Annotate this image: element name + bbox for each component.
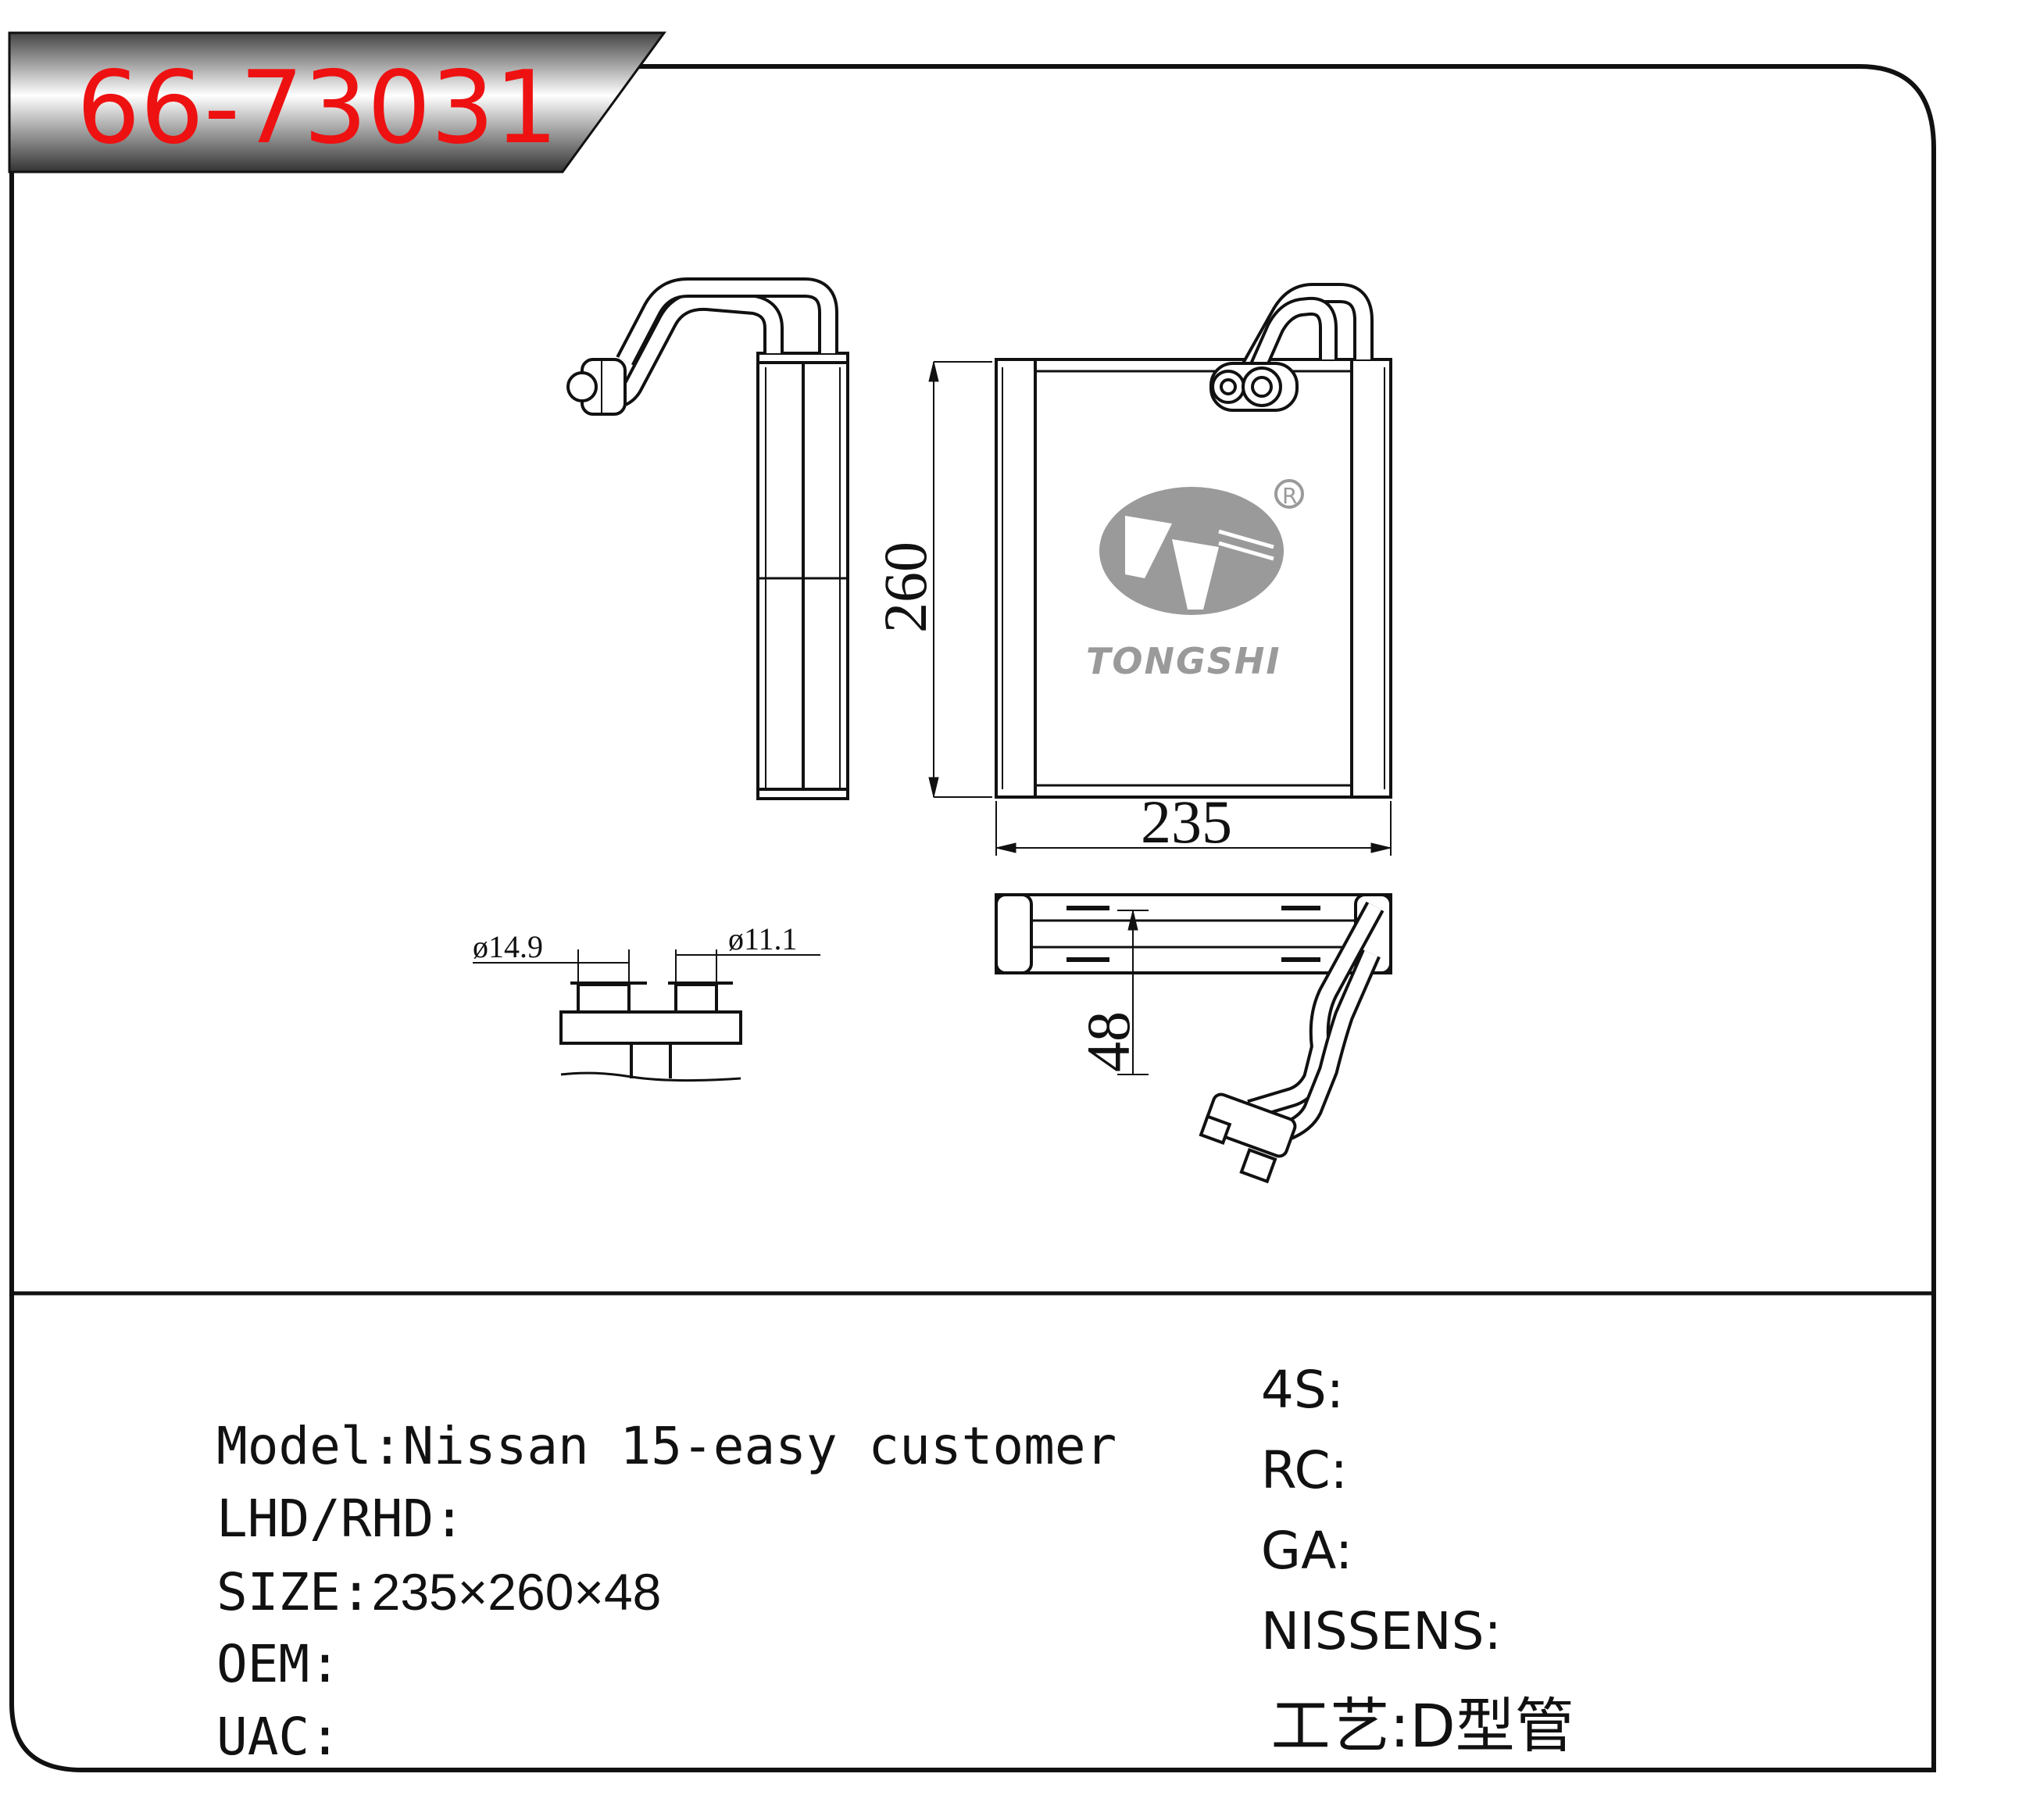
spec-4s-label: 4S: [1260, 1360, 1345, 1420]
registered-mark: R [1282, 483, 1297, 509]
spec-oem-label: OEM: [216, 1634, 341, 1694]
spec-rc: RC: [1195, 1393, 1348, 1548]
spec-lhd-rhd: LHD/RHD: [92, 1442, 465, 1597]
brand-name: TONGSHI [1086, 640, 1281, 682]
dim-height-label: 260 [871, 542, 939, 633]
spec-size-value: 235×260×48 [371, 1563, 662, 1621]
spec-ga: GA: [1195, 1474, 1352, 1629]
pipe-diameter-detail [473, 949, 820, 1082]
tongshi-logo: R TONGSHI [1086, 479, 1304, 682]
part-number-plate [8, 31, 666, 173]
front-view [928, 283, 1392, 856]
spec-ga-label: GA: [1260, 1521, 1353, 1581]
spec-size-label: SIZE: [216, 1562, 372, 1622]
spec-process: 工艺:D型管 [1195, 1637, 1574, 1815]
pipe-dia-1-label: ø14.9 [473, 929, 543, 964]
spec-4s: 4S: [1195, 1313, 1344, 1468]
outer-frame [9, 64, 1936, 1772]
spec-model-label: Model: [216, 1416, 403, 1476]
spec-rc-label: RC: [1260, 1440, 1348, 1500]
spec-size: SIZE:235×260×48 [92, 1514, 661, 1670]
side-view [566, 277, 849, 800]
spec-oem: OEM: [92, 1587, 341, 1742]
spec-process-label: 工艺: [1270, 1691, 1410, 1761]
spec-lhd-rhd-label: LHD/RHD: [216, 1489, 465, 1549]
spec-uac: UAC: [92, 1660, 341, 1815]
pipe-dia-2-label: ø11.1 [728, 921, 798, 956]
spec-model-value: Nissan 15-easy customer [402, 1416, 1117, 1476]
part-number: 66-73031 [77, 50, 558, 166]
top-view [995, 893, 1392, 1184]
dim-width-label: 235 [1141, 788, 1232, 856]
spec-process-value: D型管 [1410, 1691, 1574, 1761]
dim-depth-label: 48 [1074, 1011, 1142, 1072]
spec-uac-label: UAC: [216, 1707, 341, 1767]
spec-nissens-label: NISSENS: [1260, 1601, 1502, 1661]
spec-model: Model:Nissan 15-easy customer [92, 1369, 1117, 1524]
spec-nissens: NISSENS: [1195, 1554, 1502, 1709]
